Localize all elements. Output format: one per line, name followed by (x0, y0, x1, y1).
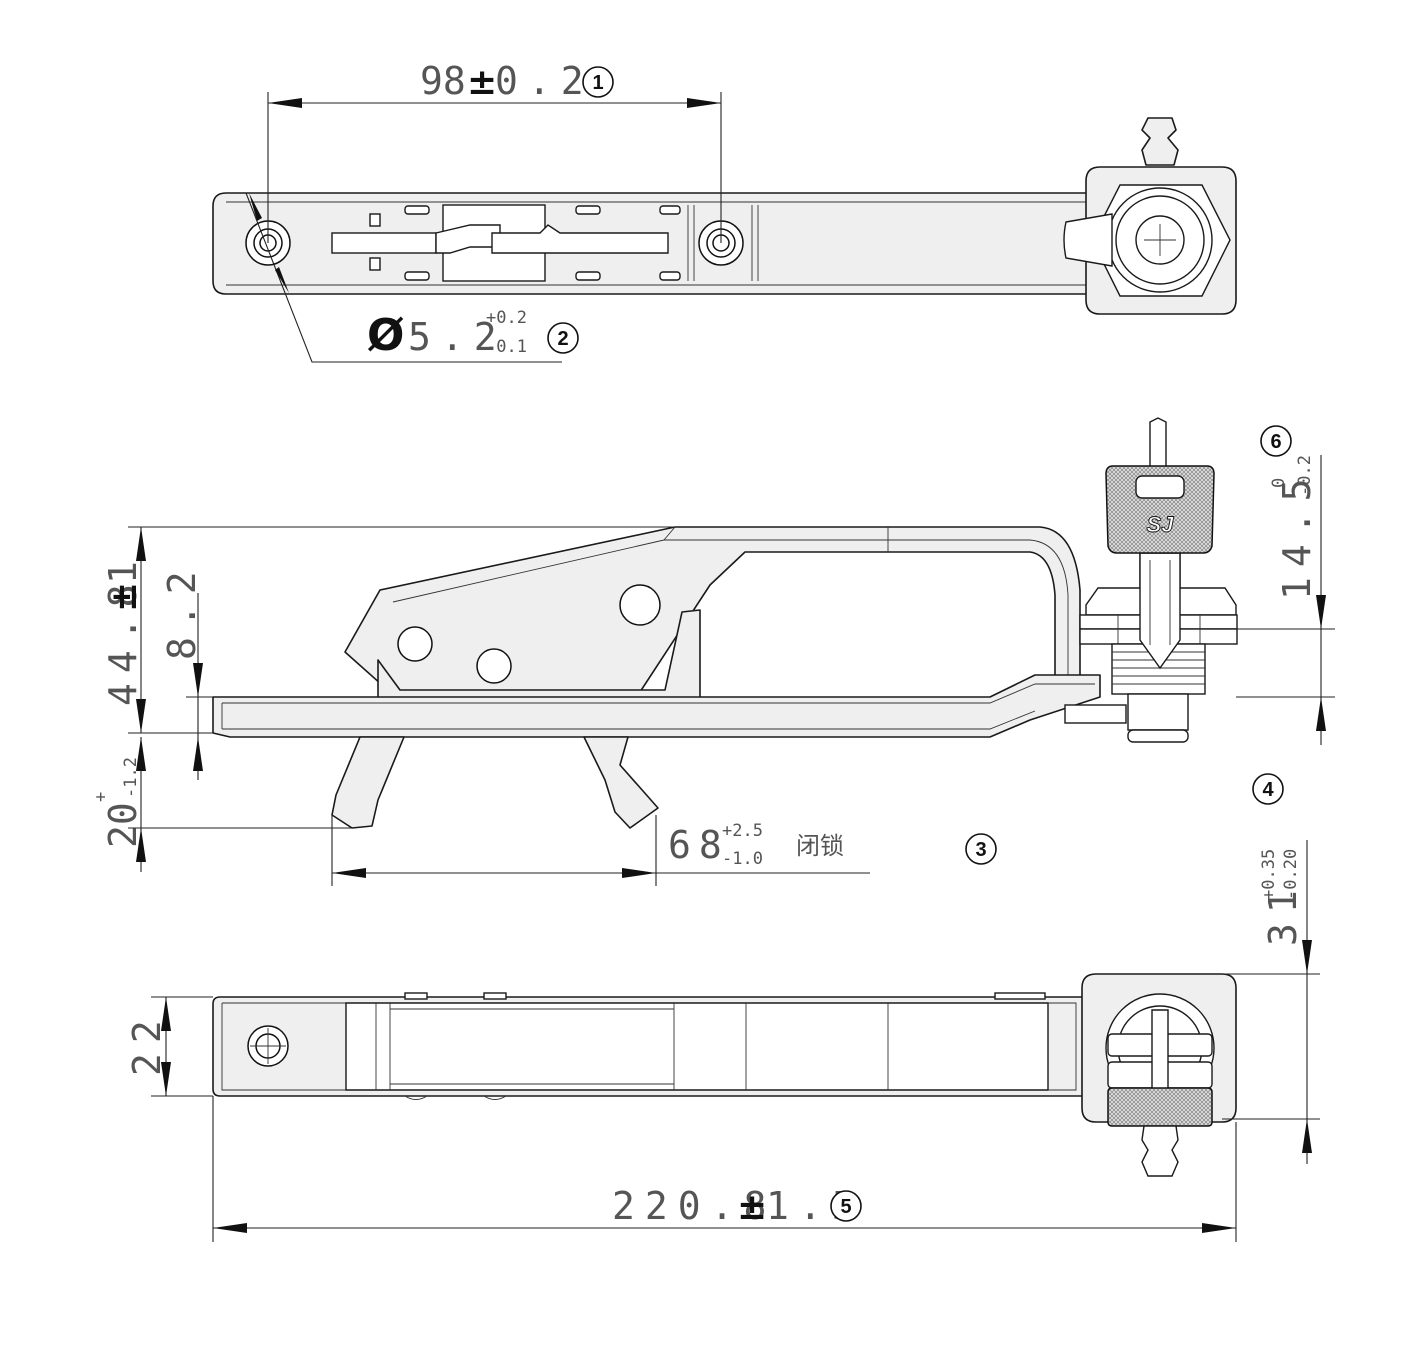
side-view-hole-3 (619, 584, 661, 626)
callout-4-number: 4 (1262, 779, 1274, 801)
dimension-98: 98 ± 0.2 1 (267, 59, 722, 243)
dimension-depth-tol-lower: -1.2 (121, 757, 141, 798)
dimension-width: 22 (125, 996, 213, 1097)
callout-1 (582, 66, 614, 98)
bottom-view-hole (247, 1025, 289, 1067)
callout-2-number: 2 (557, 328, 568, 350)
dimension-68-value: 68 (668, 823, 730, 867)
top-view (212, 117, 1237, 315)
dimension-height: 44.8 ± 1 (101, 526, 675, 734)
dimension-width-value: 22 (125, 1010, 169, 1076)
callout-5 (830, 1190, 862, 1222)
dimension-68-tol-upper: +2.5 (722, 821, 763, 841)
dimension-diameter: Ø 5.2 +0.2 -0.1 2 (245, 192, 579, 363)
side-view-key: SJ (1105, 417, 1215, 554)
dimension-31-tol-upper: +0.35 (1259, 849, 1279, 900)
side-view-base-plate (212, 674, 1101, 738)
dimension-14-5-tol-lower: -0.2 (1295, 455, 1315, 496)
bottom-view-handle-cover (345, 1002, 1049, 1091)
dimension-31-value: 31 (1261, 880, 1305, 946)
callout-6-number: 6 (1270, 431, 1281, 453)
dimension-14-5-tol-upper: 0 (1269, 478, 1289, 488)
key-logo-text: SJ (1147, 512, 1175, 537)
dimension-diameter-tol-upper: +0.2 (486, 308, 527, 328)
bottom-view-key (1141, 1125, 1179, 1177)
callout-3-number: 3 (975, 839, 986, 861)
side-view-leg-left (331, 736, 405, 829)
callout-6 (1260, 425, 1292, 457)
dimension-98-value: 98 (420, 59, 466, 103)
bottom-view (212, 973, 1237, 1177)
dimension-height-tol: 1 (101, 561, 145, 584)
dimension-98-tolerance: 0.2 (495, 59, 594, 103)
dimension-depth-value: 20 (101, 802, 145, 848)
dimension-depth-tol-upper: + (91, 792, 111, 802)
dimension-68-tol-lower: -1.0 (722, 849, 763, 869)
dimension-220-8-value: 220.8 (612, 1184, 776, 1228)
callout-4 (1252, 773, 1284, 805)
dimension-98-pm: ± (467, 62, 497, 103)
dimension-depth: 20 + -1.2 (91, 737, 352, 872)
side-view-lock (1064, 552, 1238, 743)
dimension-31: 31 +0.35 -0.20 (1222, 840, 1320, 1164)
side-view-hole-1 (397, 626, 433, 662)
callout-1-number: 1 (592, 72, 603, 94)
dimension-14-5-value: 14.5 (1275, 468, 1319, 600)
callout-3 (965, 833, 997, 865)
top-view-cam (1063, 213, 1113, 267)
callout-2 (547, 322, 579, 354)
dimension-height-value: 44.8 (101, 574, 145, 706)
dimension-inner: 8.2 (160, 561, 213, 780)
side-view-handle (344, 526, 1081, 701)
top-view-key (1141, 117, 1179, 166)
dimension-31-tol-lower: -0.20 (1281, 849, 1301, 900)
dimension-14-5: 14.5 0 -0.2 6 (1236, 425, 1335, 745)
dimension-68-note: 闭锁 (796, 832, 844, 860)
callout-4-group: 4 (1252, 773, 1284, 805)
side-view-hole-2 (476, 648, 512, 684)
dimension-220-8: 220.8 ± 1.5 5 (212, 1096, 1237, 1242)
dimension-diameter-value: 5.2 (408, 315, 507, 359)
side-view-leg-right (583, 736, 659, 829)
side-view: SJ (212, 417, 1238, 829)
dimension-inner-value: 8.2 (160, 561, 204, 660)
top-view-latch-mechanism (331, 204, 759, 282)
callout-5-number: 5 (840, 1196, 851, 1218)
bottom-view-key-head (1107, 1087, 1213, 1127)
dimension-220-8-pm: ± (737, 1187, 767, 1228)
dimension-height-pm: ± (104, 582, 145, 612)
dimension-68: 68 +2.5 -1.0 闭锁 3 (331, 815, 997, 886)
dimension-diameter-tol-lower: -0.1 (486, 337, 527, 357)
dimension-diameter-symbol: Ø (367, 310, 404, 361)
